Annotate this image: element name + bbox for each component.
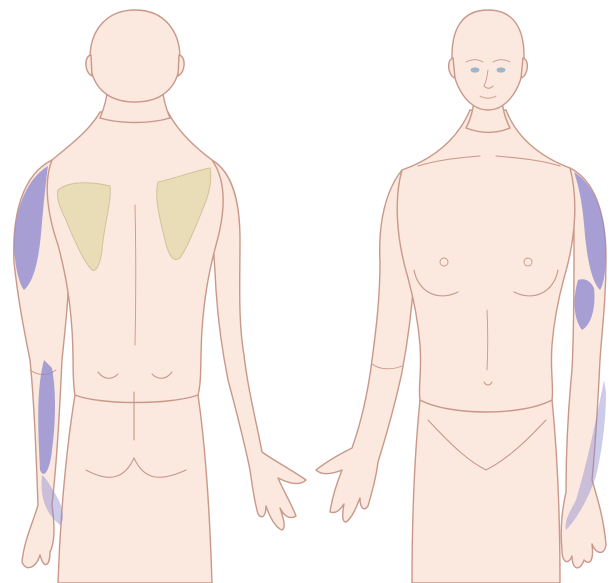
back-torso — [47, 112, 223, 403]
front-right-eye — [471, 67, 480, 72]
back-left-ear — [86, 55, 92, 76]
back-right-ear — [178, 55, 184, 76]
front-legs — [412, 400, 560, 583]
back-legs — [58, 395, 212, 583]
posterior-view-figure — [14, 10, 306, 583]
anterior-view-figure — [316, 10, 606, 583]
front-head — [452, 10, 524, 110]
back-head — [90, 10, 180, 102]
front-torso — [397, 110, 575, 412]
front-left-eye — [497, 67, 506, 72]
